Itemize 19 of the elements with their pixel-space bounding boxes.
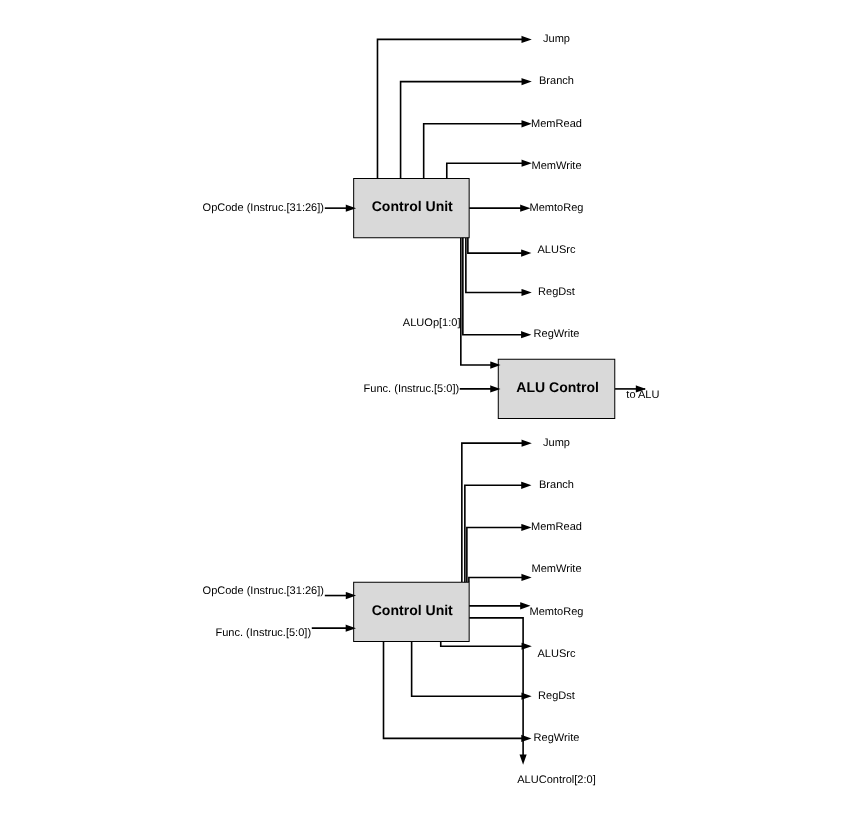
- arrow: [463, 481, 531, 583]
- arrow: [375, 35, 531, 180]
- arrow: [459, 237, 500, 369]
- arrow: [464, 237, 531, 297]
- arrow: [323, 204, 356, 212]
- arrow: [465, 523, 531, 583]
- arrow: [309, 624, 355, 632]
- arrow: [467, 602, 530, 610]
- arrow: [323, 591, 356, 600]
- arrow: [421, 120, 531, 179]
- arrow: [467, 204, 530, 212]
- arrow: [444, 159, 531, 180]
- arrow: [467, 617, 526, 765]
- arrow: [466, 237, 531, 257]
- arrow: [460, 439, 531, 583]
- arrow: [461, 237, 531, 339]
- arrow: [457, 385, 500, 393]
- arrow: [467, 573, 531, 583]
- arrow: [398, 78, 531, 180]
